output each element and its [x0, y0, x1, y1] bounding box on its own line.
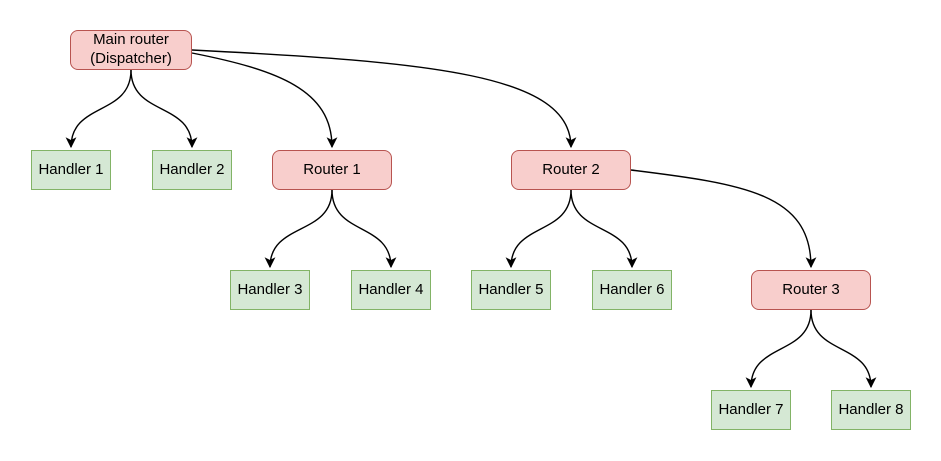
node-router-1: Router 1: [272, 150, 392, 190]
node-handler-6: Handler 6: [592, 270, 672, 310]
edge-router2-to-router3: [630, 169, 817, 269]
node-handler-1-label: Handler 1: [38, 160, 104, 178]
node-handler-4: Handler 4: [351, 270, 431, 310]
node-router-3: Router 3: [751, 270, 871, 310]
edge-main-to-router2: [191, 49, 577, 149]
node-handler-2: Handler 2: [152, 150, 232, 190]
edge-router1-to-handler3: [264, 189, 333, 269]
node-handler-6-label: Handler 6: [599, 280, 665, 298]
node-router-2-label: Router 2: [542, 160, 600, 178]
node-handler-5: Handler 5: [471, 270, 551, 310]
node-handler-4-label: Handler 4: [358, 280, 424, 298]
node-handler-8-label: Handler 8: [838, 400, 904, 418]
node-handler-7: Handler 7: [711, 390, 791, 430]
node-router-2: Router 2: [511, 150, 631, 190]
node-handler-1: Handler 1: [31, 150, 111, 190]
node-main-router: Main router (Dispatcher): [70, 30, 192, 70]
edge-router1-to-handler4: [331, 189, 397, 269]
node-handler-7-label: Handler 7: [718, 400, 784, 418]
edge-router3-to-handler8: [810, 309, 877, 389]
node-handler-2-label: Handler 2: [159, 160, 225, 178]
node-router-1-label: Router 1: [303, 160, 361, 178]
edge-main-to-handler2: [130, 69, 198, 149]
edge-main-to-router1: [191, 52, 338, 149]
node-handler-8: Handler 8: [831, 390, 911, 430]
edge-router2-to-handler5: [505, 189, 572, 269]
edge-router2-to-handler6: [570, 189, 638, 269]
edge-router3-to-handler7: [745, 309, 812, 389]
edge-main-to-handler1: [65, 69, 132, 149]
node-handler-3: Handler 3: [230, 270, 310, 310]
node-handler-3-label: Handler 3: [237, 280, 303, 298]
node-router-3-label: Router 3: [782, 280, 840, 298]
node-main-router-label: Main router (Dispatcher): [90, 31, 172, 67]
node-handler-5-label: Handler 5: [478, 280, 544, 298]
